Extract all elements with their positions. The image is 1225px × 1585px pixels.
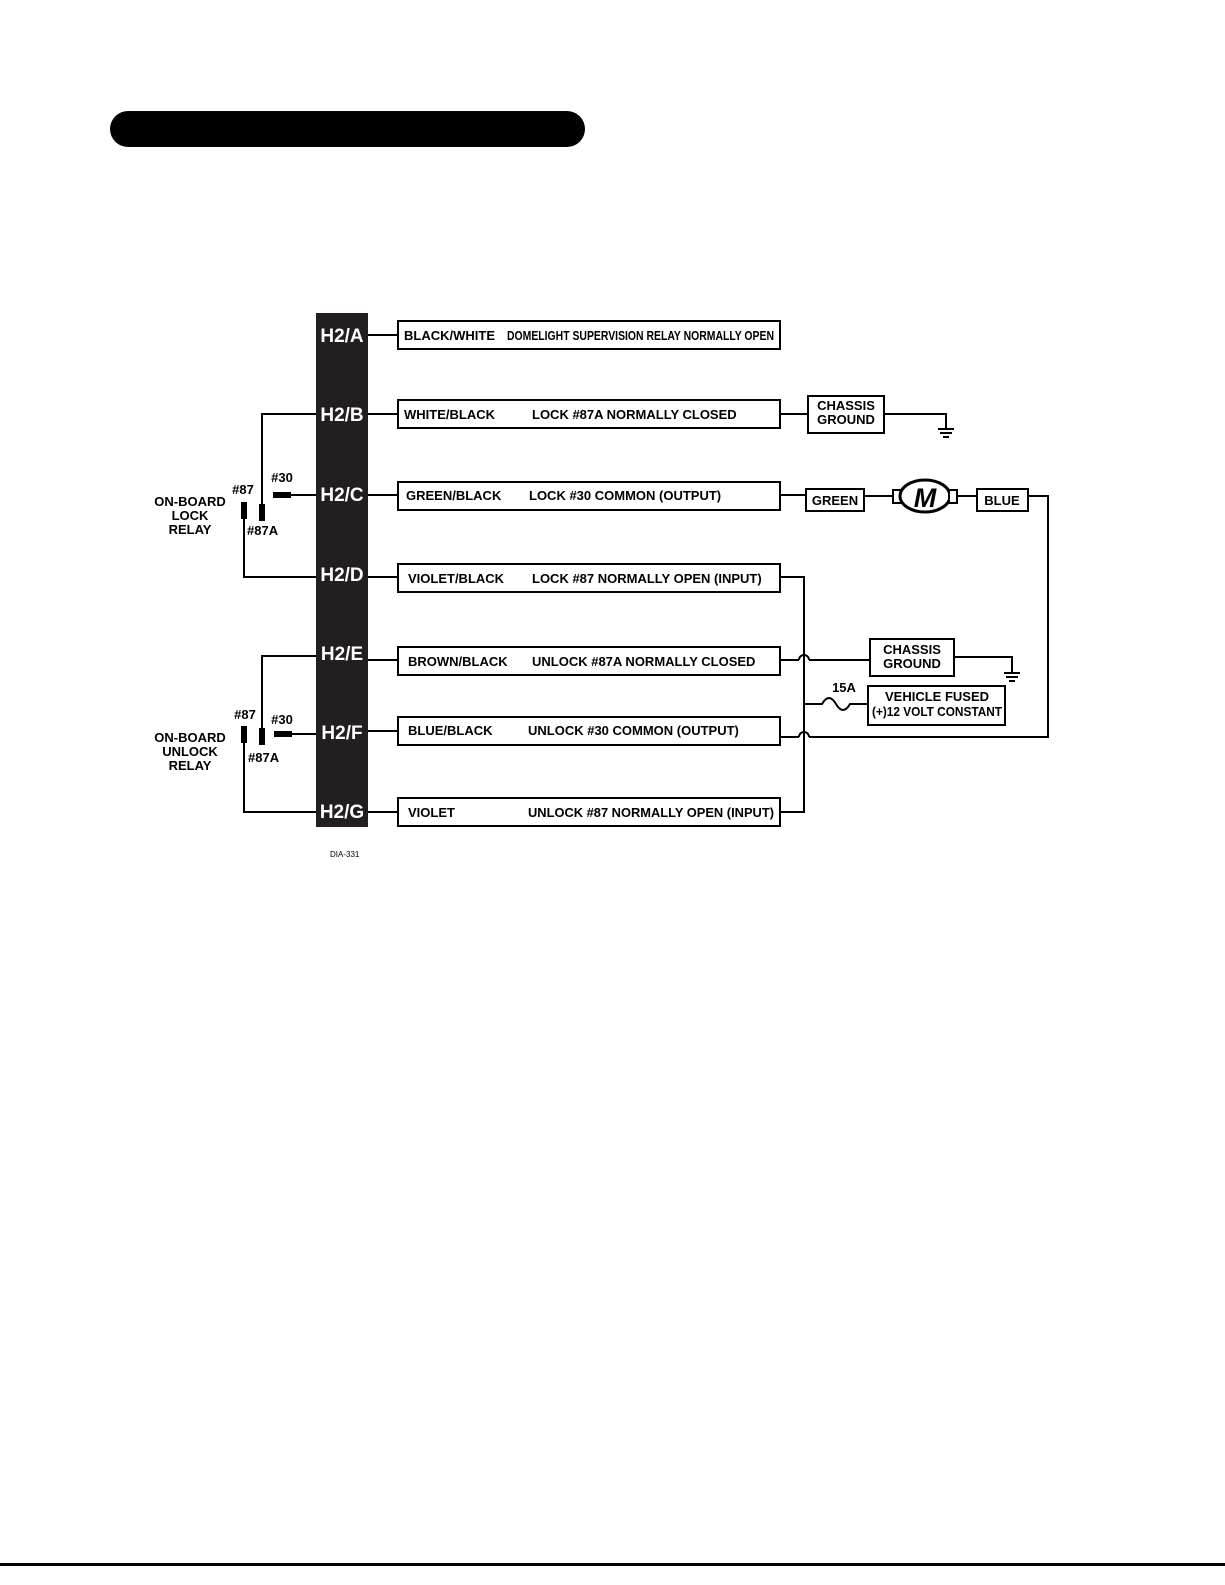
unlock-relay-label-1: ON-BOARD	[154, 730, 226, 745]
diagram-code: DIA-331	[330, 850, 360, 859]
crossover-hop-h2e	[798, 654, 810, 661]
wire-function-h2g: UNLOCK #87 NORMALLY OPEN (INPUT)	[528, 805, 774, 820]
unlock-relay-label-3: RELAY	[169, 758, 212, 773]
power-source-line1: VEHICLE FUSED	[885, 689, 989, 704]
wire-color-h2a: BLACK/WHITE	[404, 328, 495, 343]
pin-label-h2f: H2/F	[321, 723, 362, 744]
lock-relay-87a-contact	[259, 504, 265, 521]
lock-relay-label-1: ON-BOARD	[154, 494, 226, 509]
unlock-relay-87-label: #87	[234, 707, 256, 722]
lock-relay-label-2: LOCK	[172, 508, 209, 523]
motor-blue-label: BLUE	[984, 493, 1020, 508]
ground2-wire-out	[954, 656, 1013, 673]
motor-green-label: GREEN	[812, 493, 858, 508]
motor-blue-box	[976, 488, 1029, 512]
wire-function-h2f: UNLOCK #30 COMMON (OUTPUT)	[528, 723, 739, 738]
wire-color-h2c: GREEN/BLACK	[406, 488, 502, 503]
h2-connector	[316, 313, 368, 827]
pin-label-h2e: H2/E	[321, 644, 363, 665]
blue-return-wire	[809, 495, 1049, 738]
wire-box-h2d	[397, 563, 781, 593]
chassis-ground-2-line1: CHASSIS	[883, 642, 941, 657]
fuse-rating: 15A	[832, 680, 856, 695]
wire-color-h2g: VIOLET	[408, 805, 455, 820]
wire-color-h2f: BLUE/BLACK	[408, 723, 493, 738]
wire-box-h2e	[397, 646, 781, 676]
pin-label-h2d: H2/D	[320, 565, 363, 586]
lock-relay-87a-wire	[261, 413, 316, 504]
wire-color-h2e: BROWN/BLACK	[408, 654, 508, 669]
unlock-relay-87a-label: #87A	[248, 750, 280, 765]
ground-symbol-icon	[1004, 672, 1020, 682]
lock-relay-87a-label: #87A	[247, 523, 279, 538]
unlock-relay-87a-wire	[261, 655, 316, 728]
pin-label-h2b: H2/B	[320, 405, 363, 426]
power-bus-wire	[780, 576, 805, 813]
section-header-bar	[110, 111, 585, 147]
pin-label-h2a: H2/A	[320, 326, 364, 347]
unlock-relay-30-label: #30	[271, 712, 293, 727]
wire-box-h2f	[397, 716, 781, 746]
crossover-hop-h2f	[798, 731, 810, 738]
wire-function-h2c: LOCK #30 COMMON (OUTPUT)	[529, 488, 721, 503]
lock-relay-87-wire	[243, 519, 316, 578]
wire-function-h2a: DOMELIGHT SUPERVISION RELAY NORMALLY OPE…	[507, 328, 774, 343]
wire-box-h2c	[397, 481, 781, 511]
unlock-relay-label-2: UNLOCK	[162, 744, 218, 759]
lock-relay-30-contact	[273, 492, 291, 498]
wire-color-h2b: WHITE/BLACK	[404, 407, 496, 422]
ground-symbol-icon	[938, 428, 954, 438]
lock-relay-87-label: #87	[232, 482, 254, 497]
chassis-ground-1-line2: GROUND	[817, 412, 875, 427]
wire-function-h2d: LOCK #87 NORMALLY OPEN (INPUT)	[532, 571, 762, 586]
motor-symbol: M	[914, 483, 937, 513]
wire-box-h2b	[397, 399, 781, 429]
lock-relay-label-3: RELAY	[169, 522, 212, 537]
lock-relay-87-contact	[241, 502, 247, 519]
power-source-line2: (+)12 VOLT CONSTANT	[872, 704, 1002, 719]
pin-label-h2c: H2/C	[320, 485, 364, 506]
lock-relay-30-label: #30	[271, 470, 293, 485]
pin-label-h2g: H2/G	[320, 802, 364, 823]
power-source-box	[867, 685, 1006, 726]
chassis-ground-1-line1: CHASSIS	[817, 398, 875, 413]
unlock-relay-87-wire	[243, 743, 316, 813]
wire-color-h2d: VIOLET/BLACK	[408, 571, 505, 586]
ground1-wire-out	[884, 413, 947, 428]
unlock-relay-87-contact	[241, 726, 247, 743]
wire-function-h2e: UNLOCK #87A NORMALLY CLOSED	[532, 654, 755, 669]
wire-box-h2a	[397, 320, 781, 350]
footer-rule	[0, 1563, 1225, 1566]
wire-function-h2b: LOCK #87A NORMALLY CLOSED	[532, 407, 737, 422]
motor-terminal-right	[948, 489, 958, 504]
fuse-icon	[804, 697, 868, 711]
chassis-ground-box-2	[869, 638, 955, 677]
chassis-ground-2-line2: GROUND	[883, 656, 941, 671]
unlock-relay-30-contact	[274, 731, 292, 737]
motor-green-box	[805, 488, 865, 512]
unlock-relay-87a-contact	[259, 728, 265, 745]
chassis-ground-box-1	[807, 395, 885, 434]
wire-box-h2g	[397, 797, 781, 827]
